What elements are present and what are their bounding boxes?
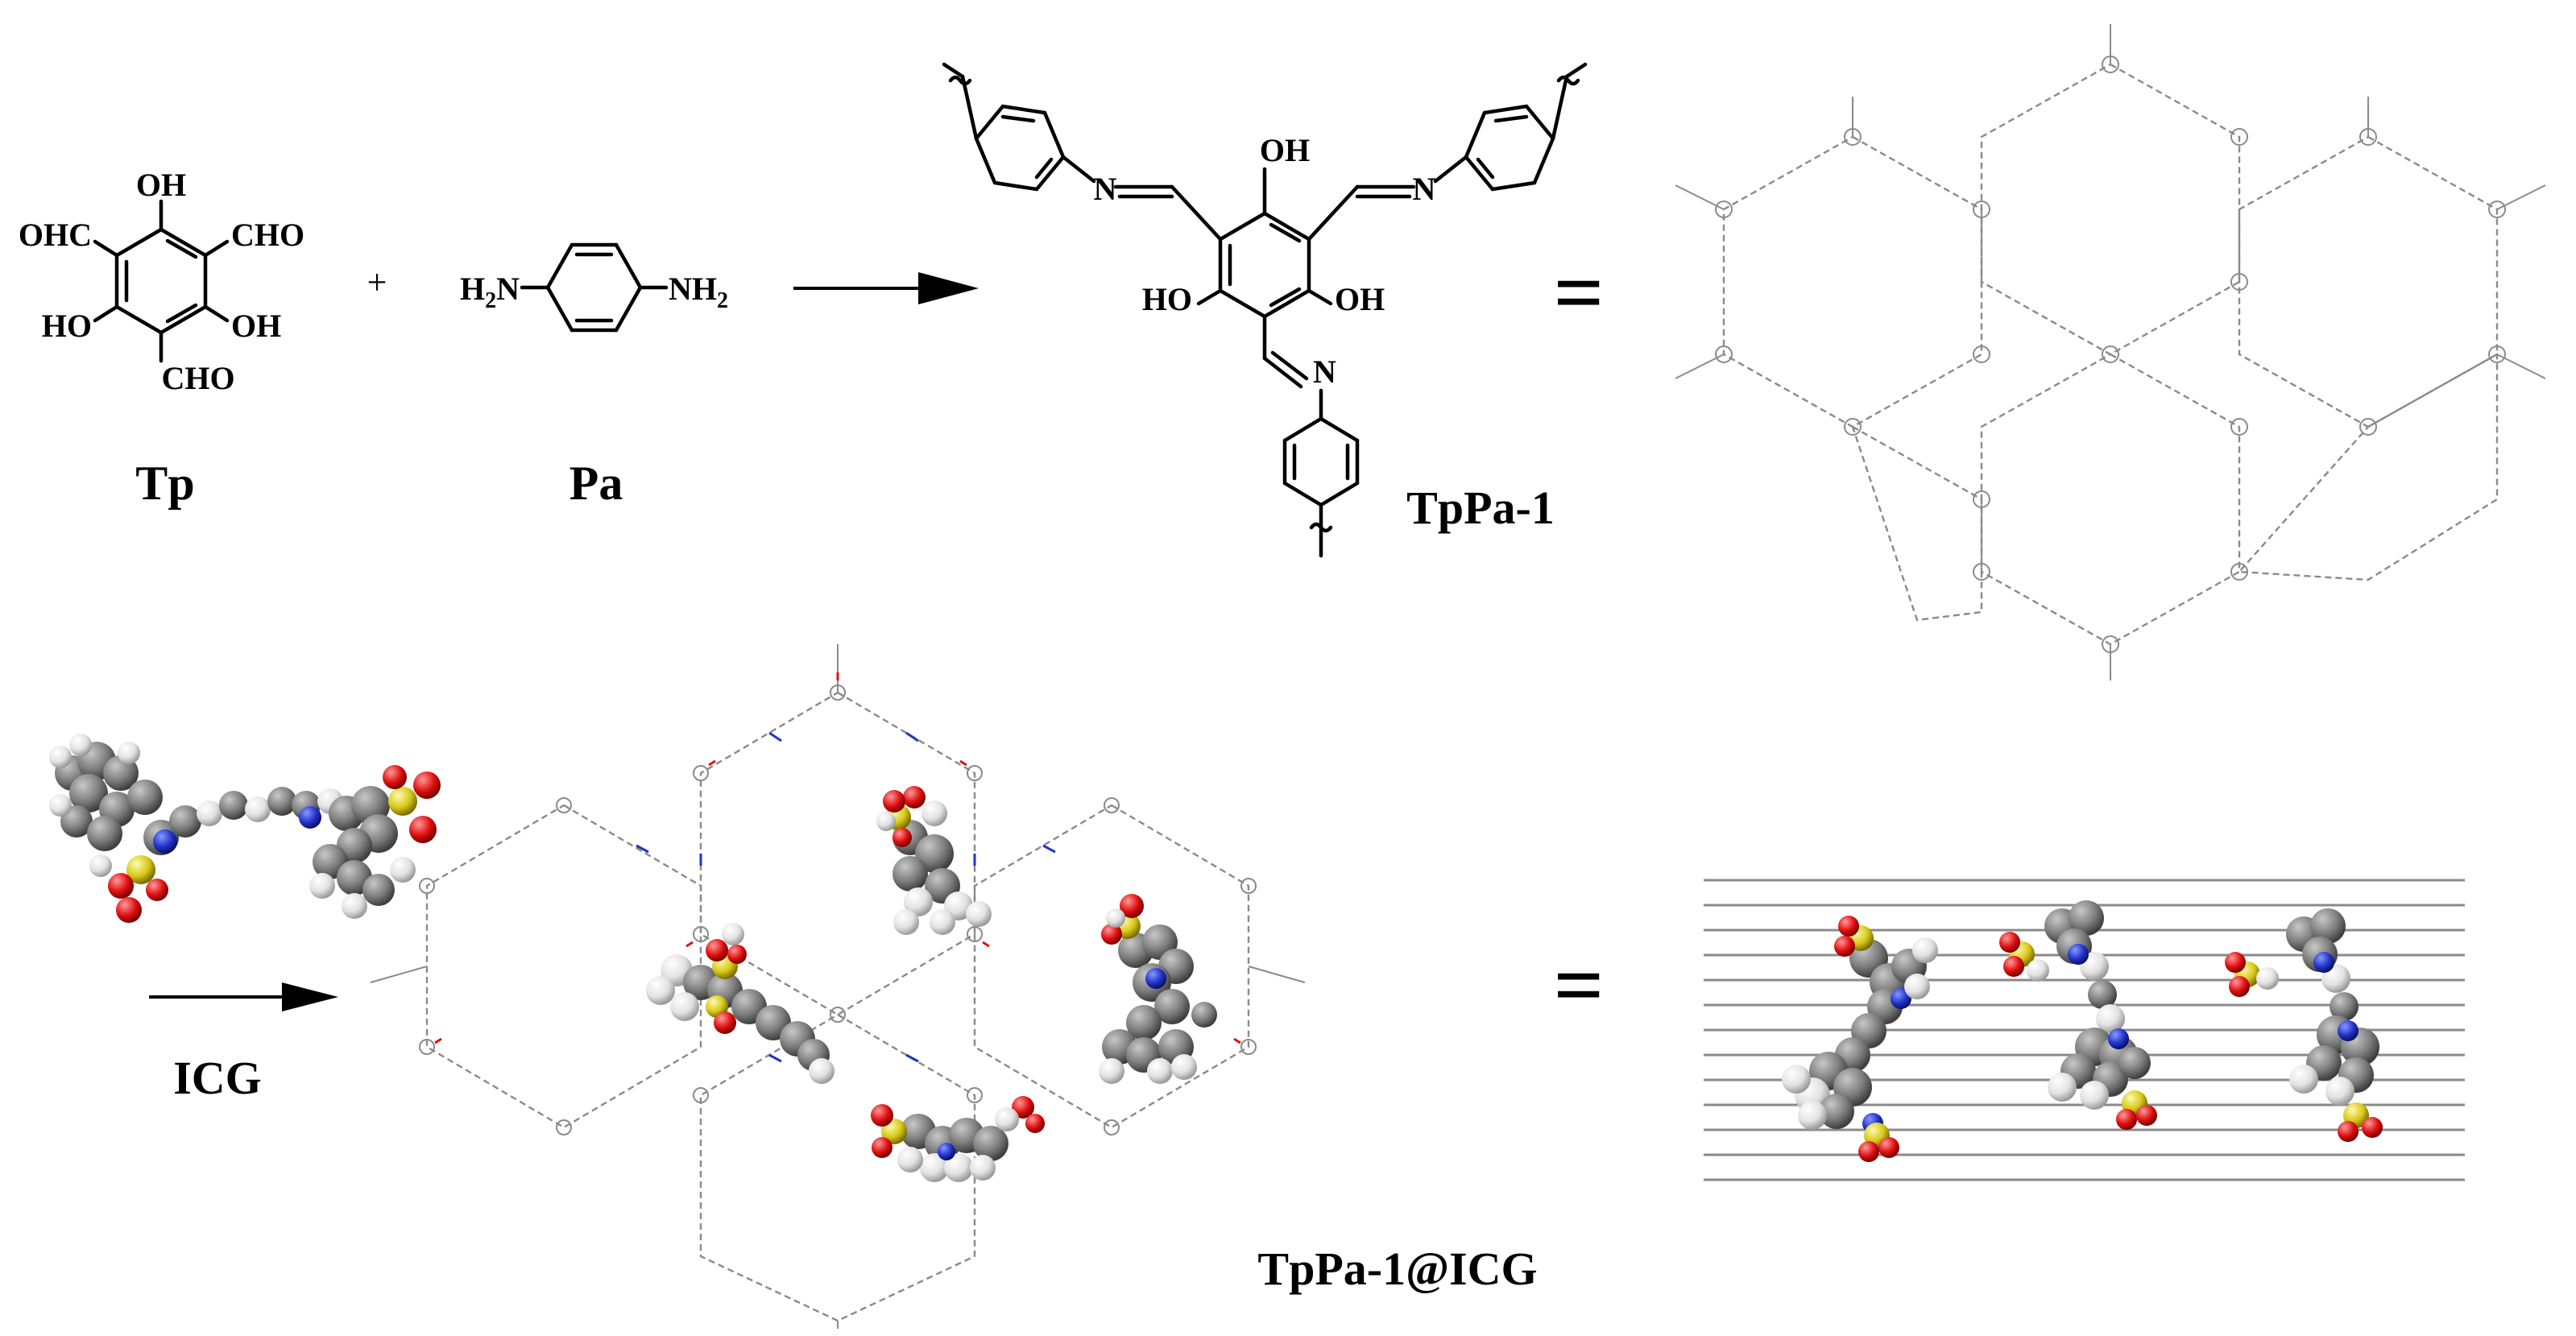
pa-h-sub-left: 2 bbox=[485, 288, 496, 313]
equals-top: = bbox=[1554, 243, 1605, 341]
tppa1-structure: OH HO OH N N N bbox=[942, 62, 1588, 558]
icg-guest-right bbox=[1099, 894, 1217, 1084]
icg-guest-top bbox=[876, 786, 992, 935]
tp-cho-right: CHO bbox=[231, 217, 304, 253]
tppa-n-bottom: N bbox=[1313, 354, 1336, 390]
tppa-n-right: N bbox=[1413, 171, 1436, 207]
icg-guest-bottom bbox=[871, 1096, 1045, 1182]
svg-text:NH2: NH2 bbox=[669, 271, 728, 313]
icg-side-guest-1 bbox=[1782, 916, 1938, 1162]
icg-molecule bbox=[49, 734, 441, 923]
tppa1-label: TpPa-1 bbox=[1406, 482, 1555, 534]
tppa-oh-top: OH bbox=[1260, 132, 1310, 168]
pa-nh-right: NH bbox=[669, 271, 717, 307]
pa-h-left: H bbox=[460, 271, 485, 307]
equals-bottom: = bbox=[1554, 936, 1605, 1034]
icg-side-guest-2 bbox=[1999, 900, 2157, 1130]
tppa1-icg-label: TpPa-1@ICG bbox=[1257, 1243, 1537, 1295]
tppa-oh-right: OH bbox=[1335, 281, 1385, 317]
tp-oh-top: OH bbox=[136, 167, 186, 203]
pa-structure: H2N NH2 bbox=[460, 242, 728, 333]
pa-label: Pa bbox=[569, 457, 623, 510]
tppa1-framework bbox=[1675, 24, 2546, 680]
icg-guest-left bbox=[646, 923, 835, 1084]
reaction-arrow bbox=[793, 272, 979, 304]
icg-arrow bbox=[149, 982, 338, 1011]
tp-structure: OH OHC CHO HO OH CHO bbox=[19, 167, 304, 396]
tp-ho-left: HO bbox=[42, 308, 92, 344]
pa-n-left: N bbox=[496, 271, 520, 307]
tp-ohc-left: OHC bbox=[19, 217, 92, 253]
plus-sign: + bbox=[367, 263, 387, 302]
tppa-ho-left: HO bbox=[1142, 281, 1192, 317]
tppa-n-left: N bbox=[1094, 171, 1117, 207]
pa-h-sub-right: 2 bbox=[717, 288, 728, 313]
icg-side-guest-3 bbox=[2225, 908, 2383, 1142]
tp-cho-bottom: CHO bbox=[161, 360, 234, 396]
tp-oh-right: OH bbox=[231, 308, 281, 344]
svg-text:H2N: H2N bbox=[460, 271, 520, 313]
tppa1-icg-framework bbox=[370, 644, 1306, 1329]
tp-label: Tp bbox=[135, 457, 194, 510]
icg-label: ICG bbox=[173, 1052, 262, 1104]
